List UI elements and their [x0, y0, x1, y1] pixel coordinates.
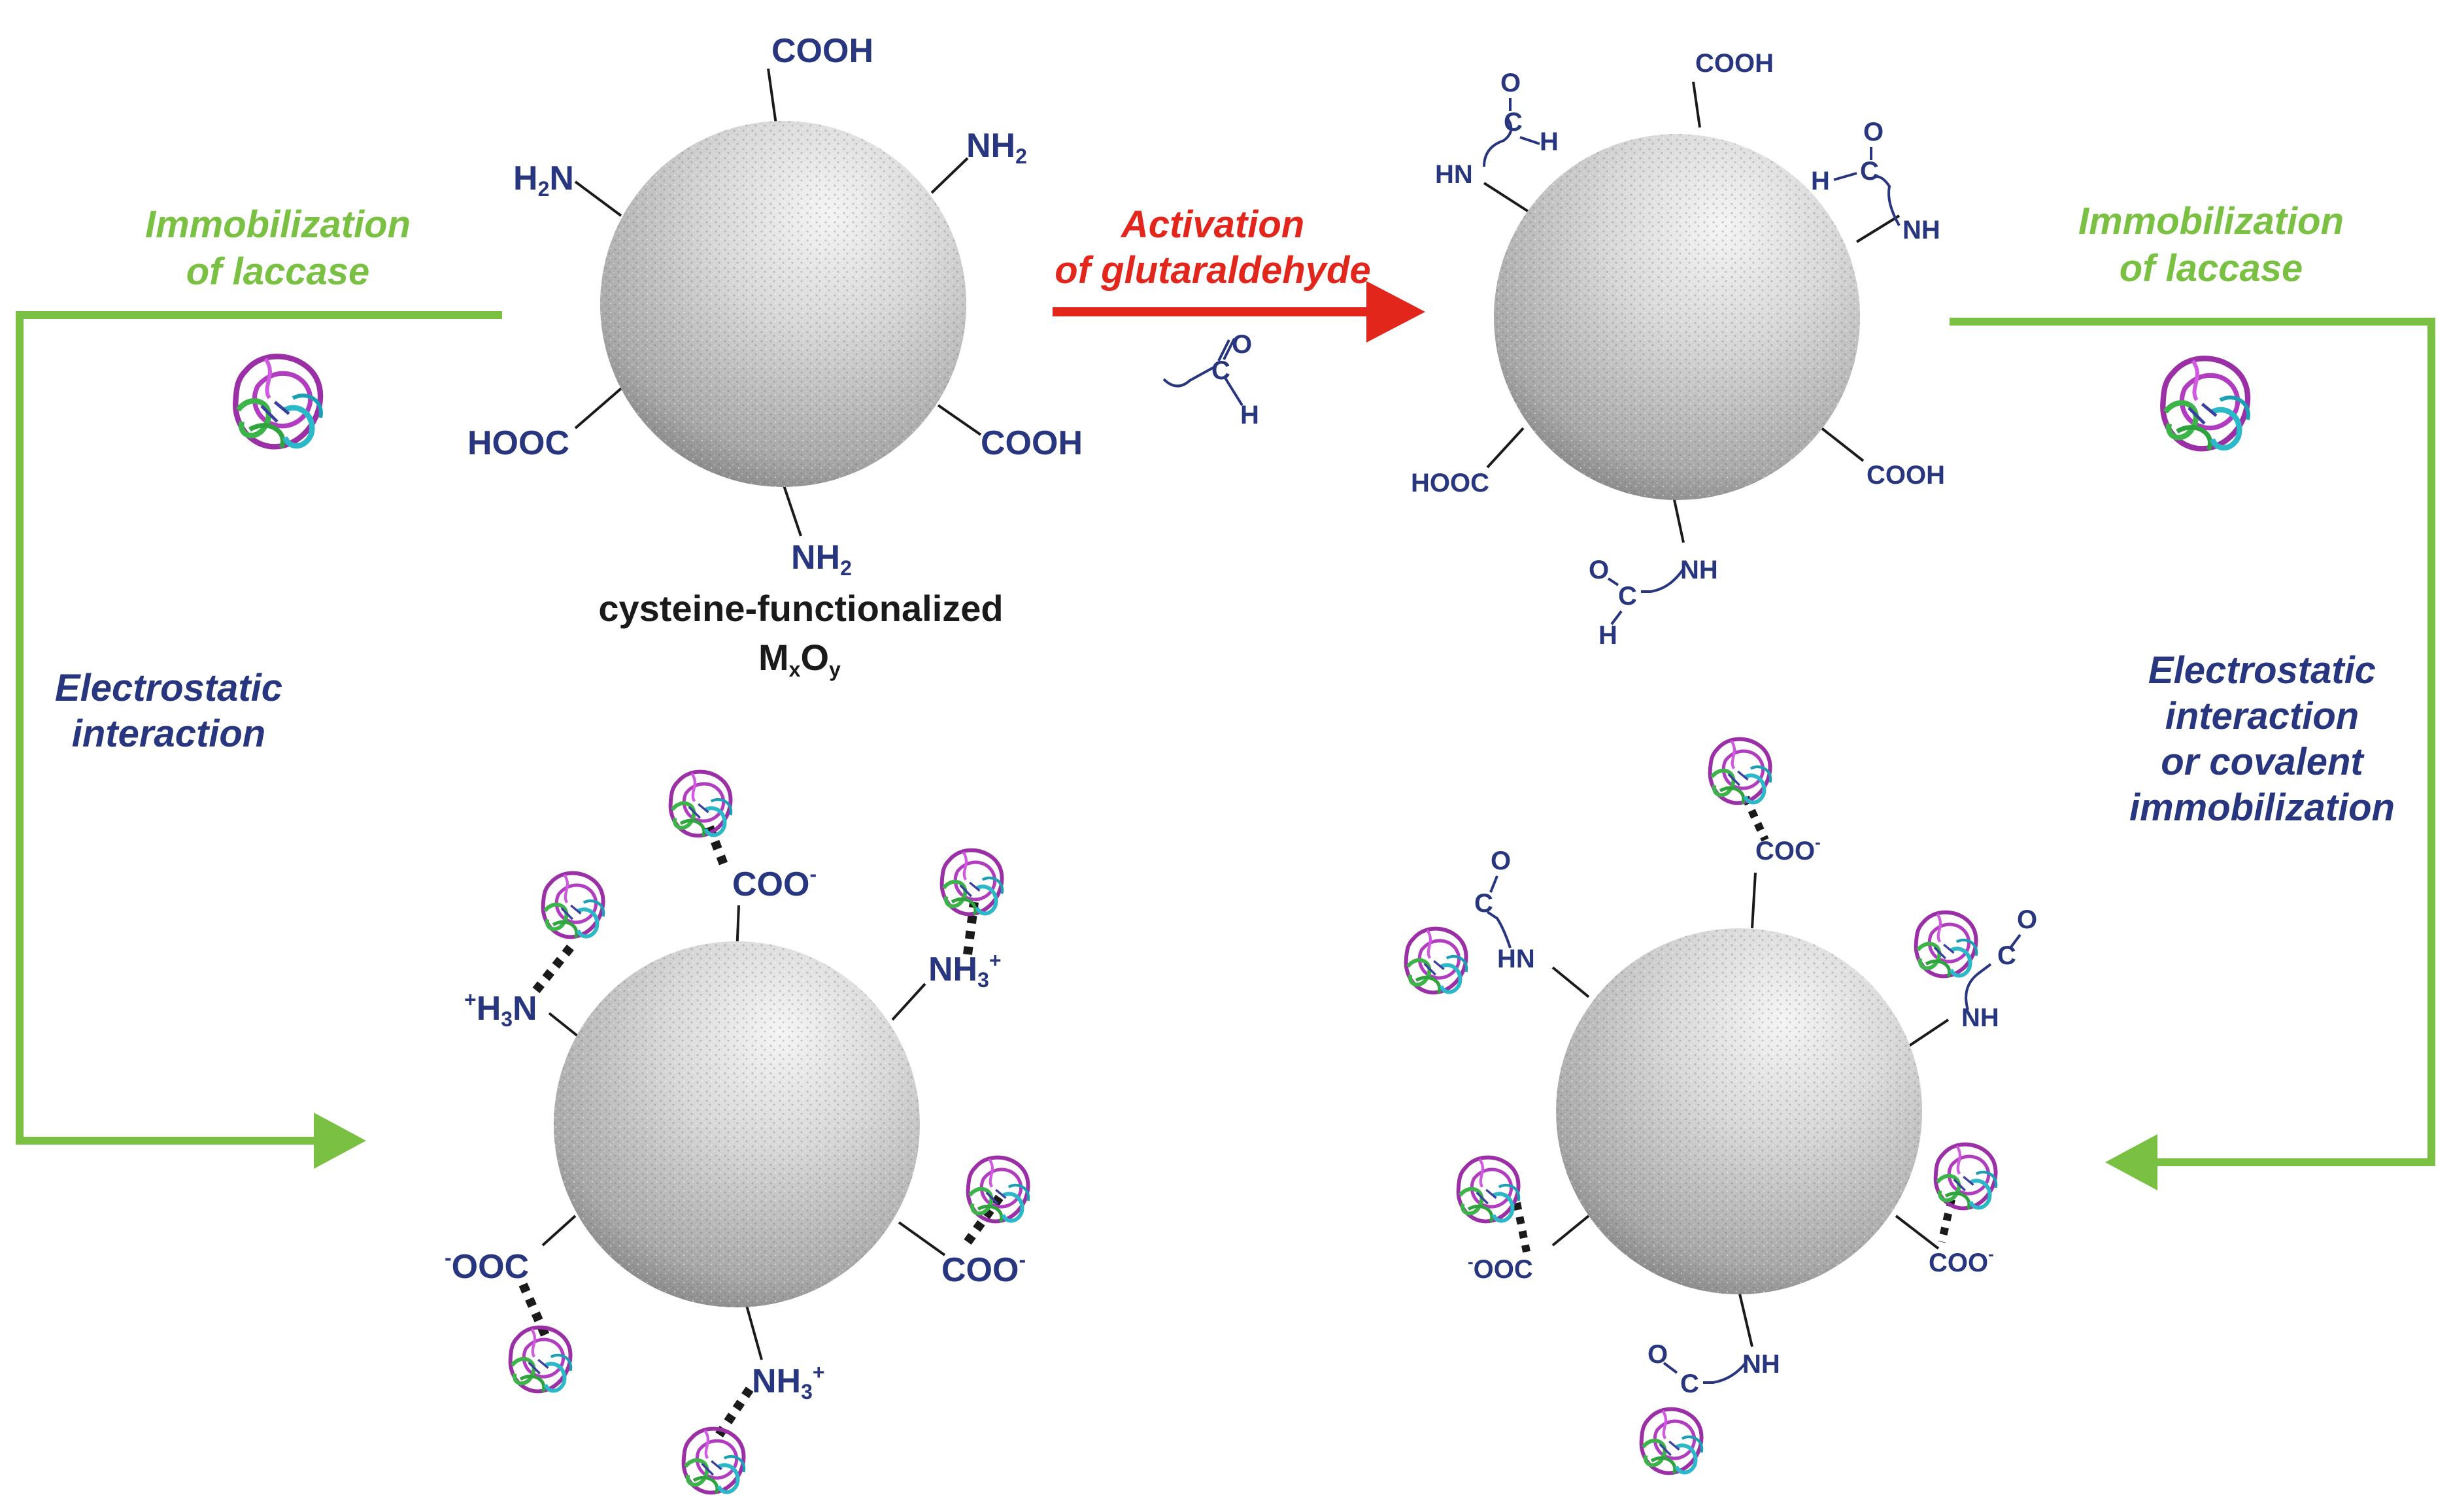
- group-nh: NH: [1680, 556, 1718, 584]
- label-line: Electrostatic: [55, 667, 282, 709]
- laccase-enzyme-icon: [1936, 1145, 1997, 1209]
- group-coo-minus: COO-: [1929, 1244, 1994, 1277]
- reagent-h: H: [1240, 401, 1259, 429]
- group-c: C: [1680, 1369, 1699, 1398]
- group-c: C: [1860, 157, 1879, 186]
- laccase-enzyme-icon: [684, 1429, 745, 1494]
- group-nh: NH: [1902, 216, 1940, 244]
- laccase-enzyme-icon: [1642, 1409, 1702, 1474]
- laccase-enzyme-icon: [1916, 913, 1977, 977]
- laccase-enzyme-icon: [1406, 929, 1467, 994]
- label-line: Activation: [1120, 203, 1304, 246]
- laccase-enzyme-icon: [1459, 1158, 1519, 1222]
- group-cooh: COOH: [1695, 49, 1774, 78]
- group-h: H: [1811, 167, 1830, 195]
- laccase-enzyme-icon: [1710, 739, 1771, 804]
- group-h2n: H2N: [513, 160, 574, 201]
- glutaraldehyde-structure: O C H: [1162, 330, 1259, 429]
- group-ooc-minus: -OOC: [1468, 1252, 1533, 1284]
- label-line: of glutaraldehyde: [1055, 249, 1370, 292]
- group-c: C: [1504, 108, 1523, 137]
- label-line: or covalent: [2161, 741, 2365, 783]
- group-ooc-minus: -OOC: [445, 1246, 529, 1286]
- laccase-enzyme-icon: [968, 1158, 1029, 1222]
- caption-formula: MxOy: [758, 637, 841, 681]
- label-line: immobilization: [2129, 786, 2395, 829]
- particle-caption: cysteine-functionalized MxOy: [598, 588, 1003, 681]
- group-cooh: COOH: [1867, 461, 1945, 490]
- laccase-enzyme-icon: [942, 850, 1003, 915]
- group-o: O: [1500, 69, 1521, 97]
- group-hooc: HOOC: [1411, 469, 1489, 497]
- group-cooh: COOH: [771, 32, 873, 70]
- group-cooh: COOH: [981, 424, 1083, 462]
- group-o: O: [1863, 118, 1884, 146]
- label-line: Immobilization: [2078, 200, 2344, 243]
- label-line: interaction: [2165, 695, 2359, 737]
- caption-line: cysteine-functionalized: [598, 588, 1003, 629]
- laccase-enzyme-icon: [511, 1328, 571, 1392]
- group-c: C: [1618, 582, 1637, 611]
- left-green-loop: [16, 311, 502, 1145]
- group-o: O: [2017, 905, 2037, 934]
- right-green-arrow-icon: [2105, 1134, 2157, 1190]
- label-line: interaction: [72, 713, 266, 755]
- left-green-arrow-icon: [314, 1113, 366, 1169]
- label-line: Immobilization: [145, 203, 411, 246]
- group-hn: HN: [1435, 160, 1473, 189]
- group-hn: HN: [1497, 945, 1535, 973]
- laccase-enzyme-icon: [543, 873, 604, 938]
- laccase-enzyme-icon: [671, 772, 732, 837]
- group-nh2: NH2: [791, 539, 852, 580]
- group-o: O: [1589, 556, 1609, 584]
- reagent-c: C: [1211, 356, 1230, 385]
- label-line: Electrostatic: [2148, 649, 2376, 692]
- activation-arrow-icon: [1366, 281, 1425, 343]
- group-nh2: NH2: [966, 127, 1027, 168]
- group-o: O: [1491, 847, 1511, 875]
- reagent-o: O: [1232, 330, 1252, 359]
- label-immobilization-left: Immobilization of laccase: [145, 203, 411, 293]
- right-green-loop: [1950, 318, 2435, 1166]
- label-electrostatic-left: Electrostatic interaction: [55, 667, 282, 755]
- particle-covalent: COO- -OOC COO- HN O C NH O C NH O C: [1406, 739, 2037, 1474]
- particle-electrostatic: COO- +H3N NH3+ -OOC COO- NH3+: [445, 772, 1028, 1494]
- group-h3n-plus: +H3N: [464, 988, 537, 1031]
- group-h: H: [1598, 621, 1617, 650]
- label-activation: Activation of glutaraldehyde: [1055, 203, 1370, 292]
- group-h: H: [1540, 127, 1559, 156]
- group-nh: NH: [1742, 1350, 1780, 1379]
- group-coo-minus: COO-: [1755, 832, 1821, 865]
- laccase-enzyme-icon: [2163, 358, 2248, 449]
- group-nh3-plus: NH3+: [752, 1360, 825, 1403]
- group-coo-minus: COO-: [732, 862, 817, 903]
- group-c: C: [1474, 889, 1493, 918]
- label-electrostatic-right: Electrostatic interaction or covalent im…: [2129, 649, 2395, 829]
- particle-activated: COOH HOOC COOH HN O C H NH O C H NH O C …: [1411, 49, 1945, 650]
- laccase-enzyme-icon: [235, 356, 321, 447]
- label-immobilization-right: Immobilization of laccase: [2078, 200, 2344, 290]
- particle-cysteine: COOH H2N NH2 HOOC COOH NH2 cysteine-func…: [467, 32, 1083, 681]
- group-coo-minus: COO-: [941, 1248, 1026, 1289]
- label-line: of laccase: [2120, 247, 2303, 290]
- group-hooc: HOOC: [467, 424, 569, 462]
- label-line: of laccase: [186, 250, 370, 293]
- bonds: [574, 68, 982, 537]
- group-nh3-plus: NH3+: [928, 949, 1002, 992]
